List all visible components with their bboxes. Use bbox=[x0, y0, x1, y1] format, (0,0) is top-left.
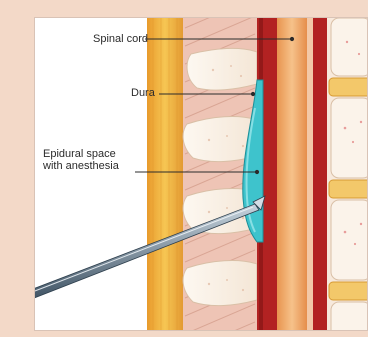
label-spinal-cord: Spinal cord bbox=[93, 33, 148, 45]
fat-layer bbox=[147, 18, 183, 331]
label-epidural-space: Epidural space with anesthesia bbox=[43, 148, 119, 172]
label-dura: Dura bbox=[131, 87, 155, 99]
diagram-frame: Spinal cord Dura Epidural space with ane… bbox=[34, 17, 368, 331]
label-epidural-line2: with anesthesia bbox=[43, 160, 119, 172]
label-epidural-line1: Epidural space bbox=[43, 148, 119, 160]
spinal-cord bbox=[277, 18, 307, 331]
spinal-anatomy-illustration bbox=[35, 18, 368, 331]
